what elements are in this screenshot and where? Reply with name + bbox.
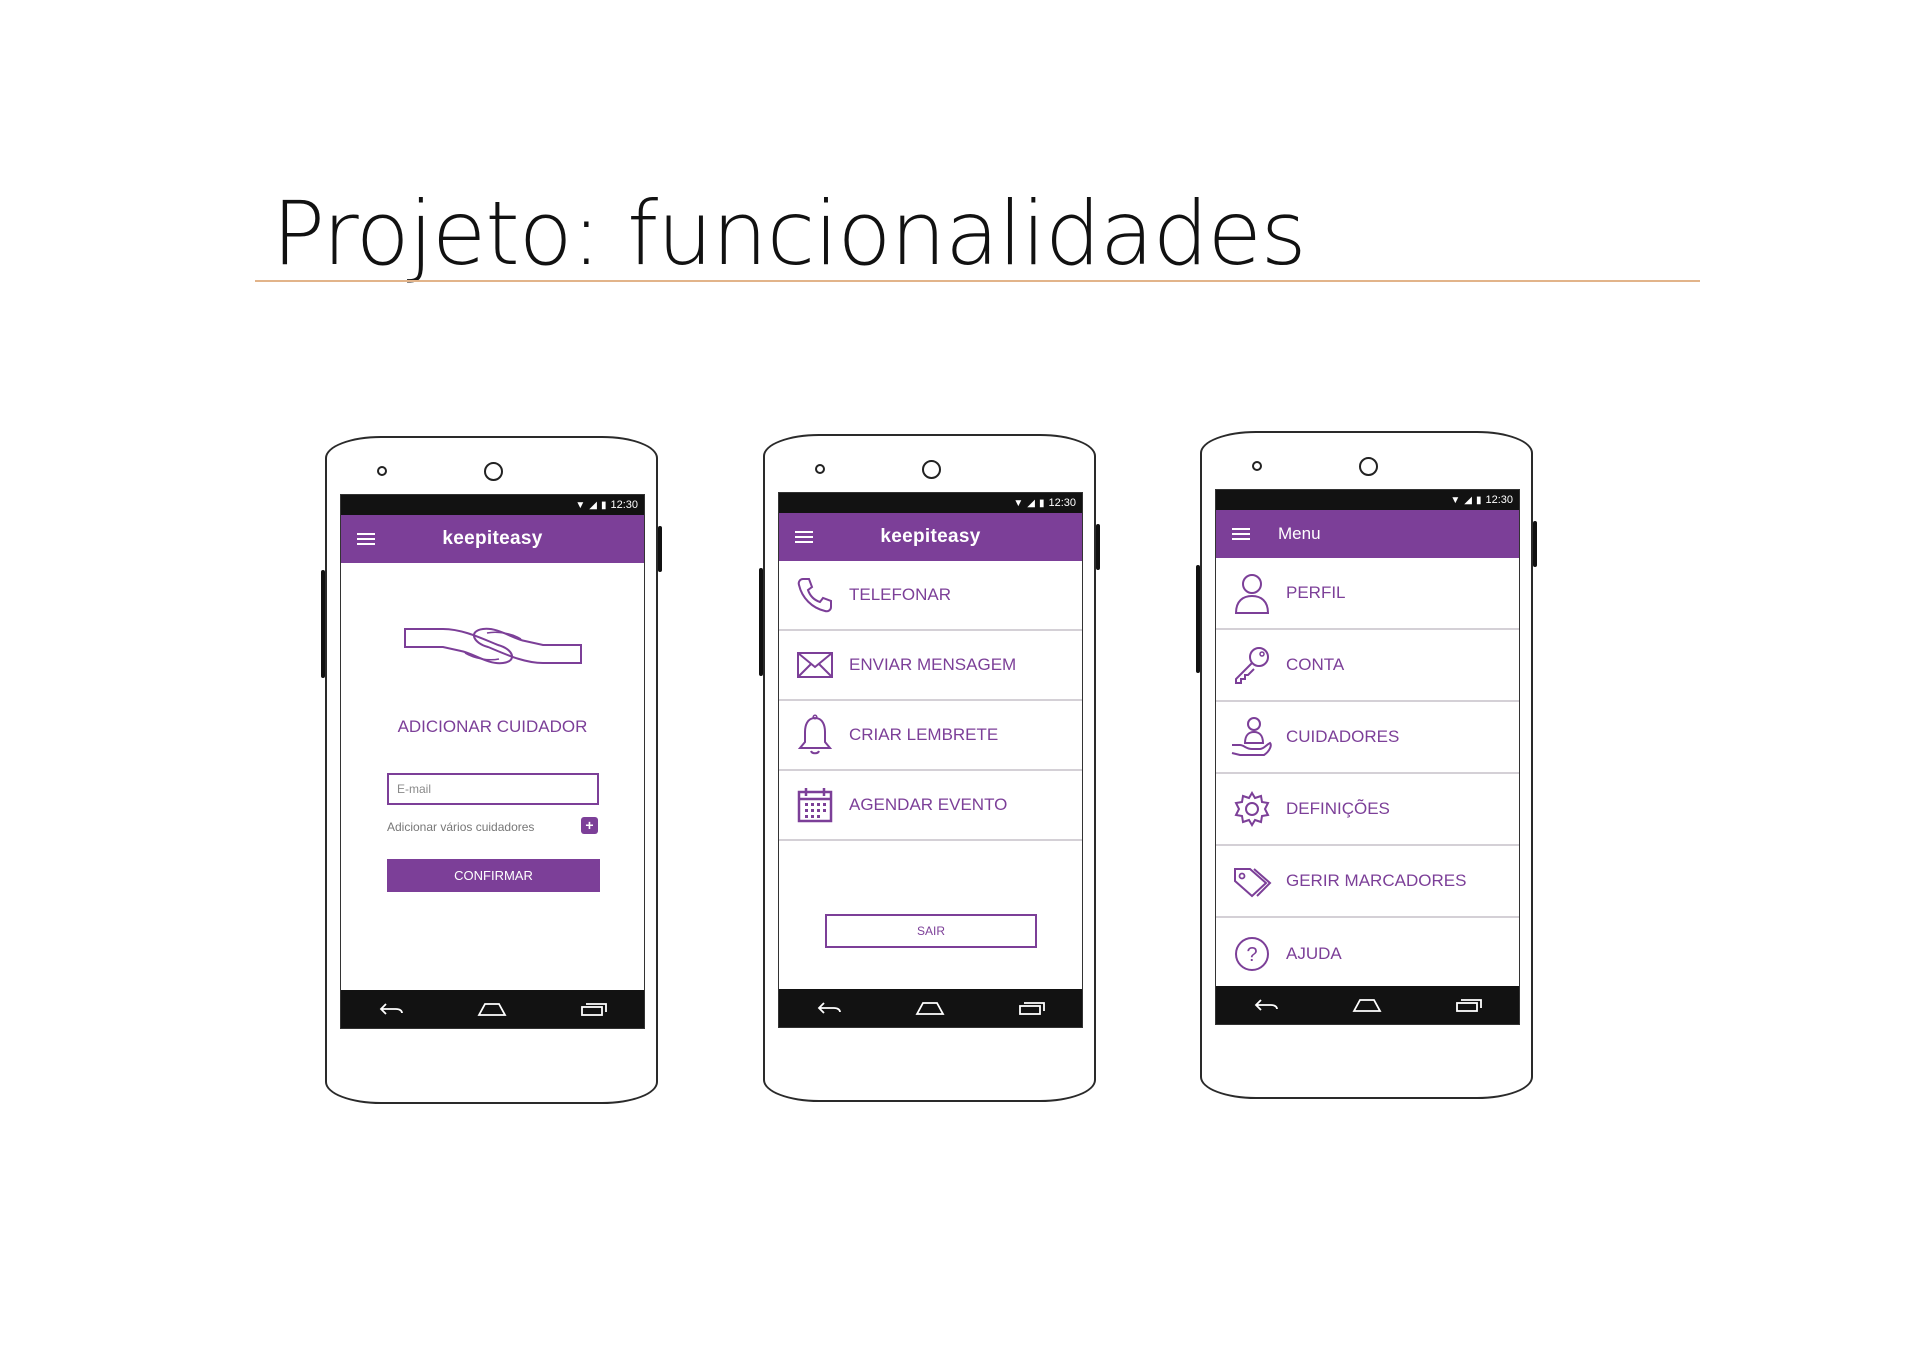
confirm-button[interactable]: CONFIRMAR xyxy=(387,859,600,892)
menu-item-cuidadores[interactable]: CUIDADORES xyxy=(1216,702,1519,774)
side-button xyxy=(321,570,325,678)
side-button xyxy=(1533,521,1537,567)
list-item-label: TELEFONAR xyxy=(849,585,952,604)
add-multiple-caregivers-label: Adicionar vários cuidadores xyxy=(387,820,535,834)
status-bar: ▼ ◢ ▮ 12:30 xyxy=(341,495,644,515)
recent-apps-icon[interactable] xyxy=(580,1001,608,1017)
side-button xyxy=(658,526,662,572)
front-camera xyxy=(1359,457,1378,476)
slide-title: Projeto: funcionalidades xyxy=(272,182,1307,285)
menu-item-label: DEFINIÇÕES xyxy=(1286,799,1390,818)
android-nav-bar xyxy=(779,989,1082,1027)
side-button xyxy=(1196,565,1200,673)
signal-icon: ◢ xyxy=(589,499,597,511)
app-logo: keepiteasy xyxy=(880,526,981,547)
home-icon[interactable] xyxy=(476,1001,507,1017)
home-icon[interactable] xyxy=(1351,997,1382,1013)
menu-item-definicoes[interactable]: DEFINIÇÕES xyxy=(1216,774,1519,846)
list-item-telefonar[interactable]: TELEFONAR xyxy=(779,561,1082,631)
menu-item-perfil[interactable]: PERFIL xyxy=(1216,558,1519,630)
status-time: 12:30 xyxy=(1048,497,1076,509)
app-bar: keepiteasy xyxy=(779,513,1082,561)
status-bar: ▼ ◢ ▮ 12:30 xyxy=(1216,490,1519,510)
side-button xyxy=(759,568,763,676)
email-field[interactable] xyxy=(387,773,599,805)
phone-actions: ▼ ◢ ▮ 12:30 keepiteasy TELEFONAR ENVIAR … xyxy=(759,434,1100,1102)
actions-list: TELEFONAR ENVIAR MENSAGEM CRIAR LEMBRETE… xyxy=(779,561,1082,841)
proximity-sensor xyxy=(377,466,387,476)
envelope-icon xyxy=(797,652,833,678)
recent-apps-icon[interactable] xyxy=(1455,997,1483,1013)
signal-icon: ◢ xyxy=(1027,497,1035,509)
bell-icon xyxy=(797,714,833,755)
proximity-sensor xyxy=(815,464,825,474)
exit-button[interactable]: SAIR xyxy=(825,914,1037,948)
phone-menu: ▼ ◢ ▮ 12:30 Menu PERFIL CONTA xyxy=(1196,431,1537,1099)
screen: ▼ ◢ ▮ 12:30 keepiteasy ADICIONAR CUIDADO… xyxy=(340,494,645,1029)
menu-item-label: PERFIL xyxy=(1286,583,1346,602)
front-camera xyxy=(922,460,941,479)
menu-item-conta[interactable]: CONTA xyxy=(1216,630,1519,702)
title-underline xyxy=(255,280,1700,282)
menu-list: PERFIL CONTA CUIDADORES DEFINIÇÕES xyxy=(1216,558,1519,990)
menu-item-label: CUIDADORES xyxy=(1286,727,1400,746)
list-item-label: CRIAR LEMBRETE xyxy=(849,725,999,744)
phone-add-caregiver: ▼ ◢ ▮ 12:30 keepiteasy ADICIONAR CUIDADO… xyxy=(321,436,662,1104)
android-nav-bar xyxy=(1216,986,1519,1024)
battery-icon: ▮ xyxy=(1475,494,1482,506)
back-icon[interactable] xyxy=(378,1001,404,1017)
list-item-enviar-mensagem[interactable]: ENVIAR MENSAGEM xyxy=(779,631,1082,701)
gear-icon xyxy=(1234,791,1270,827)
screen: ▼ ◢ ▮ 12:30 Menu PERFIL CONTA xyxy=(1215,489,1520,1025)
status-bar: ▼ ◢ ▮ 12:30 xyxy=(779,493,1082,513)
status-time: 12:30 xyxy=(610,499,638,511)
caregiver-icon xyxy=(1231,717,1272,756)
back-icon[interactable] xyxy=(1253,997,1279,1013)
hamburger-menu-icon[interactable] xyxy=(1232,528,1250,540)
calendar-icon xyxy=(797,788,833,823)
menu-item-ajuda[interactable]: ? AJUDA xyxy=(1216,918,1519,990)
tag-icon xyxy=(1234,868,1272,898)
wifi-icon: ▼ xyxy=(1013,497,1024,509)
menu-title: Menu xyxy=(1278,524,1321,543)
menu-item-label: GERIR MARCADORES xyxy=(1286,871,1467,890)
hamburger-menu-icon[interactable] xyxy=(795,531,813,543)
status-time: 12:30 xyxy=(1485,494,1513,506)
side-button xyxy=(1096,524,1100,570)
battery-icon: ▮ xyxy=(600,499,607,511)
back-icon[interactable] xyxy=(816,1000,842,1016)
list-item-criar-lembrete[interactable]: CRIAR LEMBRETE xyxy=(779,701,1082,771)
wifi-icon: ▼ xyxy=(575,499,586,511)
list-item-label: AGENDAR EVENTO xyxy=(849,795,1008,814)
app-bar: keepiteasy xyxy=(341,515,644,563)
home-icon[interactable] xyxy=(914,1000,945,1016)
recent-apps-icon[interactable] xyxy=(1018,1000,1046,1016)
list-item-label: ENVIAR MENSAGEM xyxy=(849,655,1017,674)
phone-icon xyxy=(797,578,832,613)
svg-text:?: ? xyxy=(1246,944,1257,966)
screen: ▼ ◢ ▮ 12:30 keepiteasy TELEFONAR ENVIAR … xyxy=(778,492,1083,1028)
add-multiple-caregivers-button[interactable]: + xyxy=(581,817,598,834)
wifi-icon: ▼ xyxy=(1450,494,1461,506)
signal-icon: ◢ xyxy=(1464,494,1472,506)
menu-item-label: CONTA xyxy=(1286,655,1345,674)
add-caregiver-heading: ADICIONAR CUIDADOR xyxy=(397,717,588,736)
front-camera xyxy=(484,462,503,481)
user-icon xyxy=(1234,574,1270,614)
help-icon: ? xyxy=(1235,937,1269,971)
battery-icon: ▮ xyxy=(1038,497,1045,509)
key-icon xyxy=(1235,647,1269,684)
hands-icon xyxy=(404,627,582,665)
menu-item-label: AJUDA xyxy=(1286,944,1342,963)
proximity-sensor xyxy=(1252,461,1262,471)
hamburger-menu-icon[interactable] xyxy=(357,533,375,545)
app-bar: Menu xyxy=(1216,510,1519,558)
menu-item-gerir-marcadores[interactable]: GERIR MARCADORES xyxy=(1216,846,1519,918)
app-logo: keepiteasy xyxy=(442,528,543,549)
list-item-agendar-evento[interactable]: AGENDAR EVENTO xyxy=(779,771,1082,841)
android-nav-bar xyxy=(341,990,644,1028)
